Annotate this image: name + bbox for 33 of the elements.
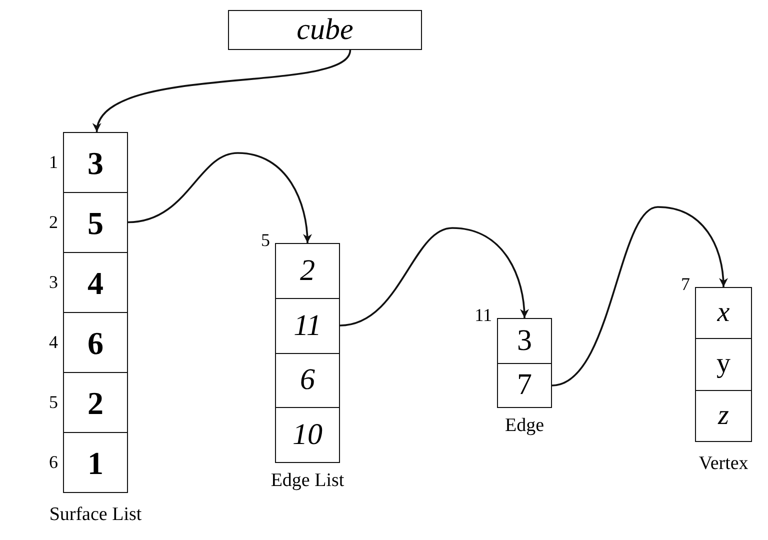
cell-value: 5 [88, 206, 104, 238]
cell-value: 6 [88, 326, 104, 358]
arrow [340, 227, 529, 326]
cell-value: 11 [294, 310, 322, 341]
column-caption: Surface List [49, 504, 142, 526]
arrow [95, 50, 352, 132]
cell-value: 4 [88, 266, 104, 298]
column-caption: Edge List [270, 470, 344, 492]
cell-value: z [718, 402, 729, 430]
cell-value: 3 [517, 326, 532, 356]
index-label: 6 [49, 452, 58, 473]
cell-value: 2 [88, 386, 104, 418]
cell-value: 1 [88, 446, 104, 478]
cell-value: 10 [292, 420, 322, 450]
arrow [128, 152, 312, 244]
column-caption: Vertex [698, 453, 748, 475]
cell-value: 3 [88, 146, 104, 178]
name-box: cube [228, 10, 422, 50]
address-label: 11 [474, 305, 492, 326]
cell-value: 6 [300, 365, 315, 396]
cell-value: y [716, 350, 730, 378]
arrow [552, 206, 728, 386]
cell-value: x [717, 299, 730, 328]
index-label: 1 [49, 152, 58, 173]
index-label: 3 [49, 272, 58, 293]
address-label: 5 [261, 230, 270, 251]
index-label: 5 [49, 392, 58, 413]
cell-value: 7 [517, 370, 532, 400]
address-label: 7 [681, 274, 690, 295]
index-label: 2 [49, 212, 58, 233]
cell-value: 2 [300, 256, 315, 286]
column-caption: Edge [504, 415, 544, 437]
index-label: 4 [49, 332, 58, 353]
